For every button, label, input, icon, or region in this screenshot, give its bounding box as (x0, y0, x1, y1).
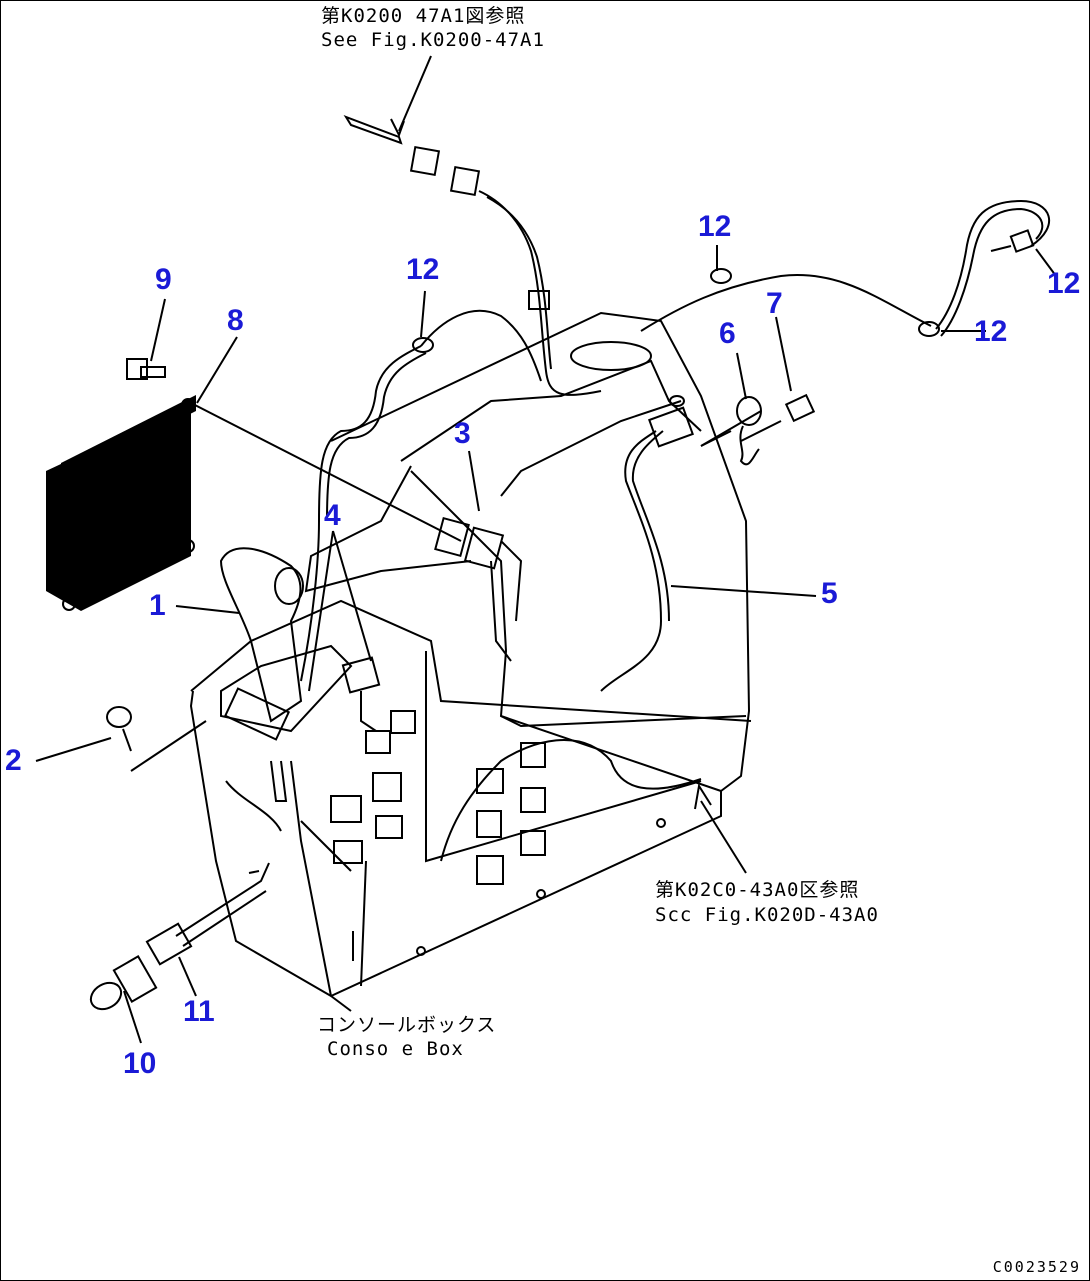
ref-fig-43a0-jp: 第K02C0-43A0区参照 (655, 879, 860, 901)
ref-fig-47a1-jp: 第K0200 47A1図参照 (321, 5, 526, 27)
callout-6: 6 (719, 317, 736, 350)
ref-fig-43a0-en: Scc Fig.K020D-43A0 (655, 904, 879, 926)
screw-2 (106, 706, 207, 772)
callout-5: 5 (821, 577, 838, 610)
switches-3 (434, 516, 523, 622)
cover-plate (46, 395, 462, 611)
callout-8: 8 (227, 304, 244, 337)
callout-10: 10 (123, 1047, 157, 1080)
leader-lines (35, 245, 1057, 1044)
right-harness (640, 199, 1051, 337)
bolt-7 (740, 393, 816, 442)
callout-12-far-right: 12 (1047, 267, 1081, 300)
callout-12-top: 12 (698, 210, 732, 243)
side-harness (600, 406, 732, 692)
console-body (189, 311, 752, 998)
switch-4 (341, 656, 381, 732)
callout-9: 9 (155, 263, 172, 296)
relays (225, 710, 702, 885)
upper-harness (343, 55, 602, 396)
drawing-code: C0023529 (992, 1258, 1081, 1276)
callout-12-left: 12 (406, 253, 440, 286)
callout-12-right: 12 (974, 315, 1008, 348)
shift-lever (219, 547, 353, 802)
callout-7: 7 (766, 287, 783, 320)
ref-fig-47a1-en: See Fig.K0200-47A1 (321, 29, 545, 51)
callout-2: 2 (5, 744, 22, 777)
cap-6 (700, 396, 762, 466)
left-harness (300, 309, 542, 682)
callout-11: 11 (183, 995, 215, 1028)
bolt-9 (126, 358, 166, 380)
console-box-label-jp: コンソールボックス (317, 1014, 497, 1036)
console-box-label-en: Conso e Box (327, 1038, 464, 1060)
callout-3: 3 (454, 417, 471, 450)
callout-1: 1 (149, 589, 166, 622)
socket-10-11 (89, 862, 270, 1011)
callout-4: 4 (324, 499, 341, 532)
